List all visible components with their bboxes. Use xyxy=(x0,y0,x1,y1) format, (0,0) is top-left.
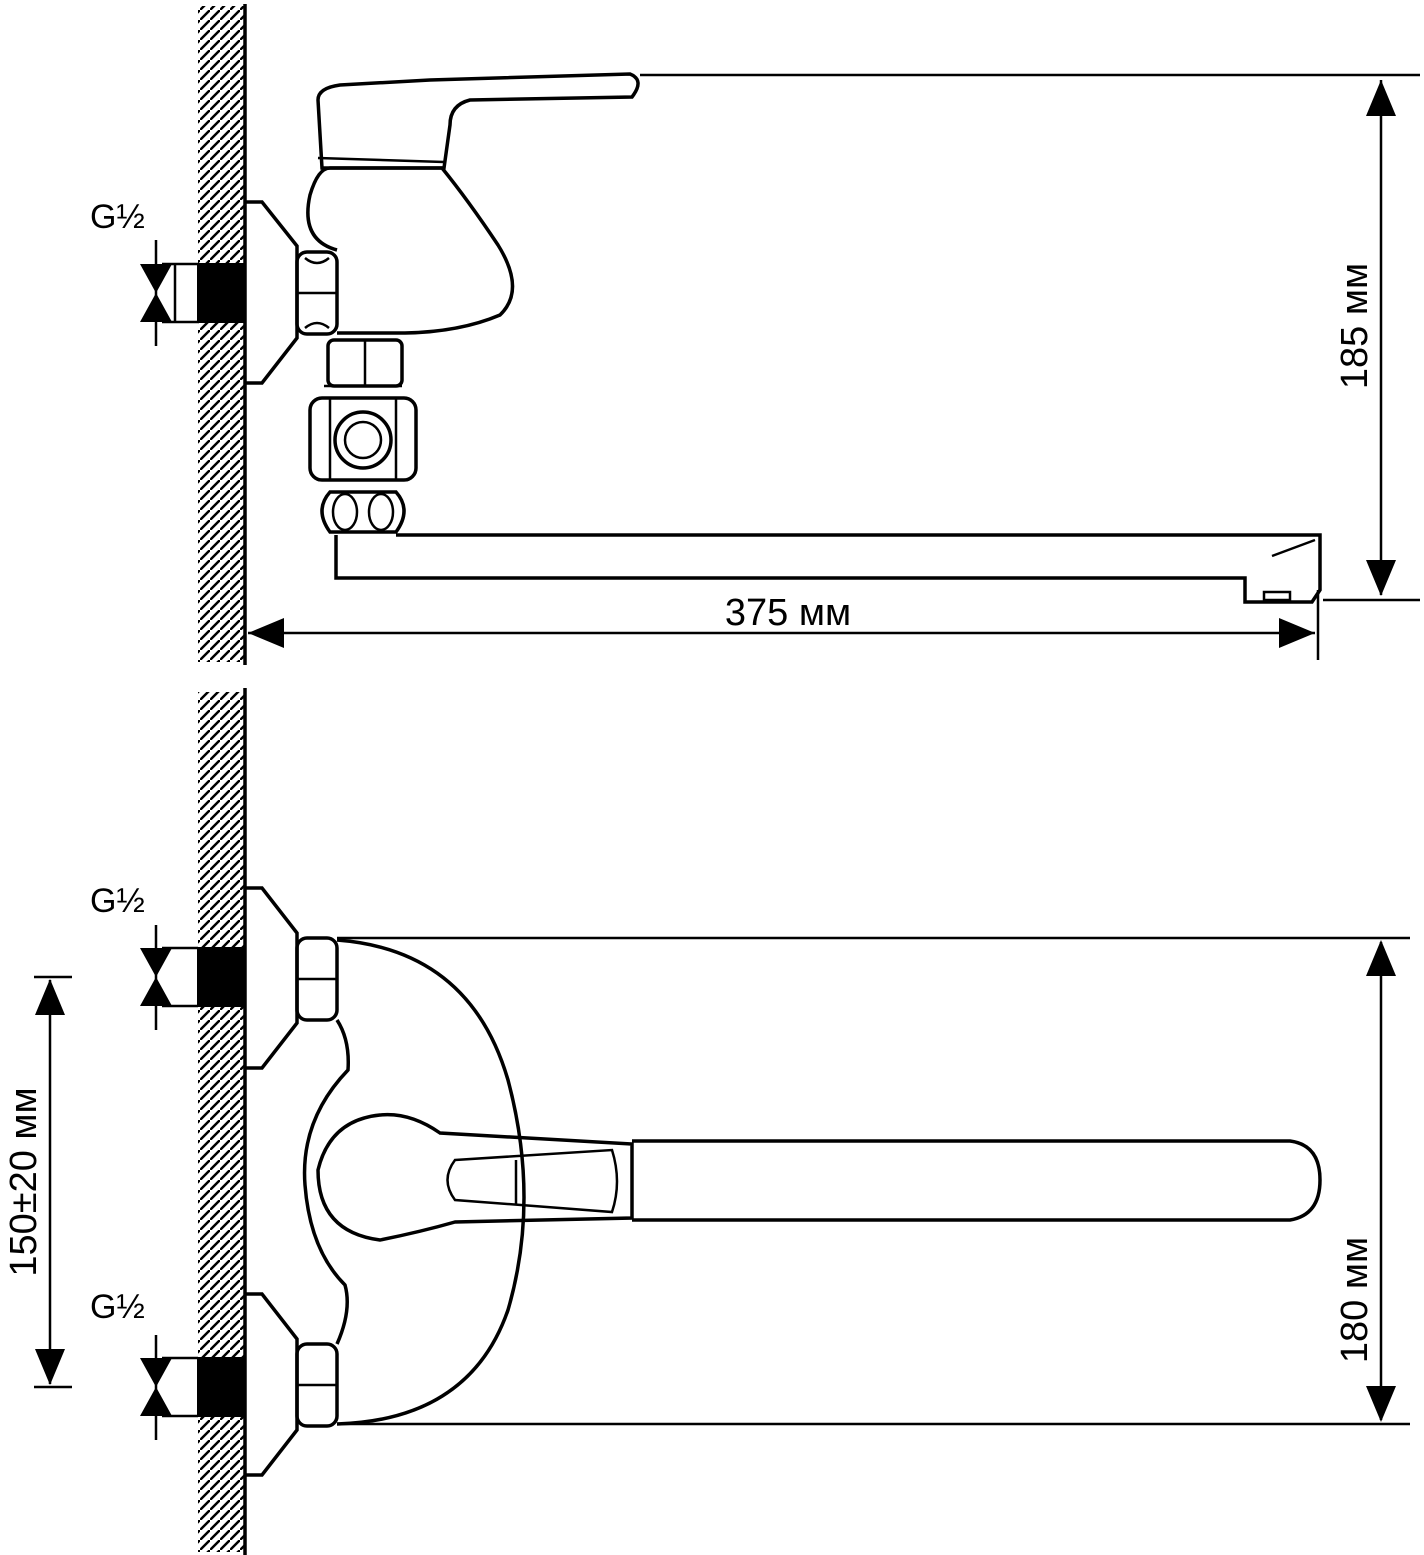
mixer-body-top xyxy=(336,938,526,1426)
width-dimension: 180 мм xyxy=(337,936,1410,1426)
wall-flange xyxy=(246,200,299,385)
upper-nut xyxy=(295,936,339,1022)
upper-inlet-pipe xyxy=(197,947,245,1007)
lower-nut xyxy=(295,1342,339,1428)
lower-flange xyxy=(246,1292,299,1477)
spout xyxy=(334,533,1322,604)
lower-inlet-label: G½ xyxy=(90,1288,145,1326)
length-dimension-label: 375 мм xyxy=(725,592,851,634)
inlet-pipe xyxy=(197,263,245,323)
upper-inlet-label: G½ xyxy=(90,882,145,920)
eccentric-nut xyxy=(295,250,339,336)
centers-dimension: 150±20 мм xyxy=(3,975,72,1389)
width-dimension-label: 180 мм xyxy=(1334,1237,1376,1363)
wall-hatching xyxy=(198,4,247,665)
lower-inlet-pipe xyxy=(197,1357,245,1417)
mixer-body xyxy=(306,166,515,335)
centers-dimension-label: 150±20 мм xyxy=(3,1087,45,1276)
top-view: G½ G½ 180 мм xyxy=(3,688,1410,1555)
aerator xyxy=(1262,590,1292,602)
height-dimension: 185 мм xyxy=(1323,80,1420,602)
lever-top xyxy=(316,1112,634,1242)
wall-hatching-bottom xyxy=(198,688,247,1555)
lever-grip xyxy=(446,1148,619,1214)
cartridge-cap xyxy=(316,72,640,170)
diverter-switch xyxy=(308,338,418,534)
inlet-label: G½ xyxy=(90,198,145,236)
height-dimension-label: 185 мм xyxy=(1334,263,1376,389)
side-view: G½ xyxy=(90,4,1420,665)
upper-flange xyxy=(246,886,299,1070)
length-dimension: 375 мм xyxy=(248,590,1320,660)
spout-top xyxy=(632,1139,1322,1222)
